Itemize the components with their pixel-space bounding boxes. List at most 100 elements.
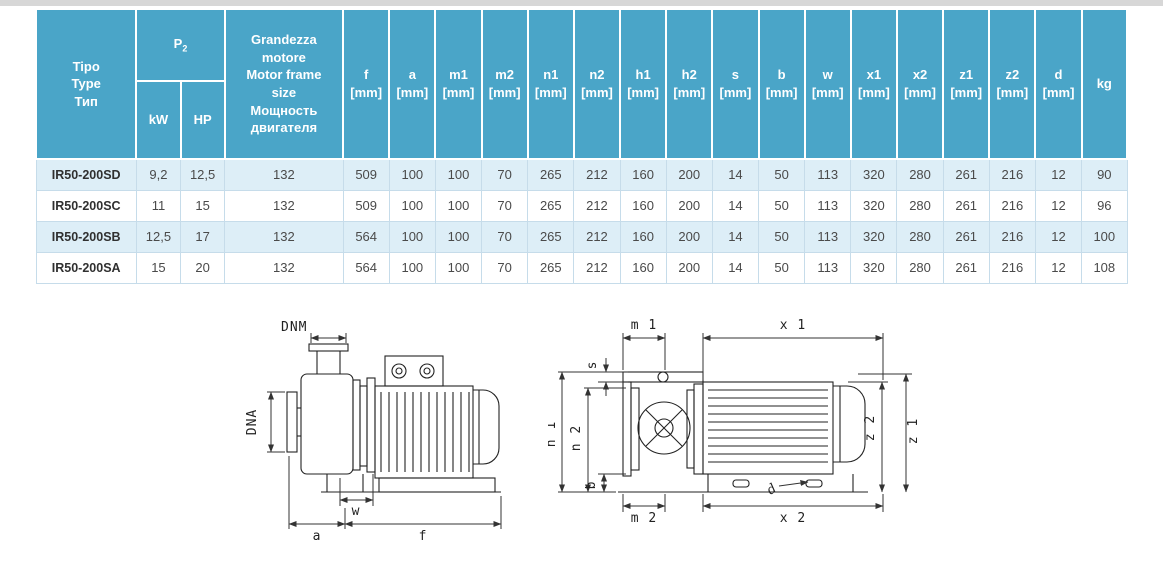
cell-n1: 265 xyxy=(527,251,575,284)
label-x2: x 2 xyxy=(780,511,806,526)
header-col-h2: h2 [mm] xyxy=(665,8,714,160)
cell-kg: 108 xyxy=(1081,251,1128,284)
label-z2: z 2 xyxy=(863,415,878,441)
label-s: s xyxy=(585,361,600,370)
cell-m2: 70 xyxy=(481,220,529,253)
header-col-m2: m2 [mm] xyxy=(480,8,529,160)
cell-m1: 100 xyxy=(434,158,483,191)
label-m2: m 2 xyxy=(631,511,657,526)
cell-a: 100 xyxy=(388,251,436,284)
cell-n1: 265 xyxy=(527,189,575,222)
cell-m2: 70 xyxy=(481,158,529,191)
cell-type: IR50-200SC xyxy=(35,189,137,222)
cell-x1: 320 xyxy=(850,158,898,191)
cell-d: 12 xyxy=(1034,251,1083,284)
header-col-s: s [mm] xyxy=(711,8,760,160)
dimension-labels: DNM DNA w a f xyxy=(245,320,428,544)
pump-outline xyxy=(286,343,501,493)
cell-type: IR50-200SB xyxy=(35,220,137,253)
cell-n2: 212 xyxy=(573,220,621,253)
cell-kw: 11 xyxy=(135,189,182,222)
header-col-f: f [mm] xyxy=(342,8,391,160)
cell-hp: 15 xyxy=(180,189,226,222)
dimension-lines xyxy=(558,333,912,512)
cell-h2: 200 xyxy=(665,220,713,253)
cell-x2: 280 xyxy=(896,189,944,222)
cell-b: 50 xyxy=(757,220,806,253)
cell-w: 113 xyxy=(804,220,852,253)
cell-z1: 261 xyxy=(942,251,990,284)
cell-kg: 100 xyxy=(1081,220,1128,253)
header-col-d: d [mm] xyxy=(1034,8,1083,160)
cell-z2: 216 xyxy=(988,251,1036,284)
label-dnm: DNM xyxy=(281,320,307,335)
header-col-n2: n2 [mm] xyxy=(572,8,622,160)
label-z1: z 1 xyxy=(906,418,921,444)
cell-d: 12 xyxy=(1034,220,1083,253)
header-col-b: b [mm] xyxy=(757,8,806,160)
label-d: d xyxy=(764,481,780,499)
cell-frame: 132 xyxy=(224,251,344,284)
page-top-edge xyxy=(0,0,1163,6)
cell-kw: 9,2 xyxy=(135,158,182,191)
cell-b: 50 xyxy=(757,158,806,191)
cell-frame: 132 xyxy=(224,189,344,222)
cell-n1: 265 xyxy=(527,158,575,191)
p2-subscript: 2 xyxy=(182,43,188,54)
cell-h1: 160 xyxy=(619,220,667,253)
cell-z2: 216 xyxy=(988,189,1036,222)
cell-w: 113 xyxy=(804,189,852,222)
header-col-z2: z2 [mm] xyxy=(988,8,1037,160)
cell-hp: 17 xyxy=(180,220,226,253)
cell-hp: 20 xyxy=(180,251,226,284)
cell-kw: 15 xyxy=(135,251,182,284)
label-n2: n 2 xyxy=(569,425,584,451)
cell-x2: 280 xyxy=(896,251,944,284)
header-col-z1: z1 [mm] xyxy=(942,8,991,160)
cell-h2: 200 xyxy=(665,251,713,284)
cell-f: 564 xyxy=(342,220,390,253)
cell-b: 50 xyxy=(757,189,806,222)
label-f: f xyxy=(419,529,428,544)
cell-z1: 261 xyxy=(942,189,990,222)
cell-z1: 261 xyxy=(942,158,990,191)
cell-x2: 280 xyxy=(896,220,944,253)
cell-w: 113 xyxy=(804,251,852,284)
cell-f: 509 xyxy=(342,189,390,222)
cell-n2: 212 xyxy=(573,158,621,191)
cell-b: 50 xyxy=(757,251,806,284)
label-n1: n 1 xyxy=(548,421,559,447)
cell-f: 509 xyxy=(342,158,390,191)
cell-kw: 12,5 xyxy=(135,220,182,253)
cell-type: IR50-200SA xyxy=(35,251,137,284)
cell-hp: 12,5 xyxy=(180,158,226,191)
cell-m1: 100 xyxy=(434,220,483,253)
label-dna: DNA xyxy=(245,409,260,435)
cell-a: 100 xyxy=(388,189,436,222)
dimension-lines xyxy=(267,333,502,529)
cell-type: IR50-200SD xyxy=(35,158,137,191)
cell-d: 12 xyxy=(1034,158,1083,191)
cell-s: 14 xyxy=(711,189,760,222)
cell-h1: 160 xyxy=(619,189,667,222)
label-m1: m 1 xyxy=(631,318,657,333)
cell-s: 14 xyxy=(711,251,760,284)
header-p2: P2 xyxy=(135,8,226,82)
cell-s: 14 xyxy=(711,158,760,191)
header-col-h1: h1 [mm] xyxy=(619,8,668,160)
cell-m1: 100 xyxy=(434,251,483,284)
cell-n2: 212 xyxy=(573,189,621,222)
cell-h1: 160 xyxy=(619,251,667,284)
cell-z2: 216 xyxy=(988,158,1036,191)
cell-x1: 320 xyxy=(850,251,898,284)
drawing-pump-side-view: DNM DNA w a f xyxy=(245,320,502,544)
header-hp: HP xyxy=(179,80,226,160)
cell-kg: 90 xyxy=(1081,158,1128,191)
cell-m2: 70 xyxy=(481,251,529,284)
